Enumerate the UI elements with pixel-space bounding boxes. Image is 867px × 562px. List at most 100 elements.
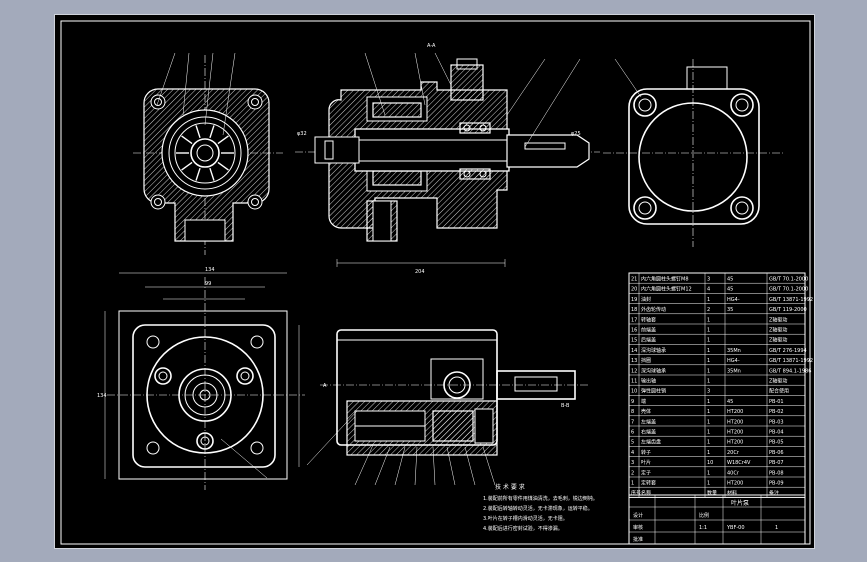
vane (217, 161, 229, 171)
parts-cell-name: 深沟球轴承 (641, 347, 666, 354)
vane (217, 135, 229, 145)
parts-cell-no: 12 (631, 368, 637, 374)
parts-cell-qty: 1 (707, 440, 710, 446)
parts-cell-material: 40Cr (727, 470, 740, 476)
parts-cell-name: 壳体 (641, 408, 651, 415)
svg-text:φ32: φ32 (297, 131, 307, 137)
parts-cell-std: PB-07 (769, 460, 784, 466)
parts-cell-material: 35 (727, 307, 733, 313)
vane (209, 168, 215, 181)
tech-item: 3.叶片在转子槽内滑动灵活，无卡阻。 (483, 515, 568, 522)
parts-cell-material: HT200 (727, 481, 743, 487)
parts-cell-std: Z轴驱动 (769, 378, 787, 385)
parts-cell-std: PB-02 (769, 409, 784, 415)
parts-cell-name: 右端盖 (641, 429, 656, 436)
parts-cell-qty: 1 (707, 358, 710, 364)
parts-cell-no: 11 (631, 379, 637, 385)
parts-cell-std: GB/T 13871-1992 (769, 358, 813, 364)
parts-cell-name: 深沟球轴承 (641, 367, 666, 374)
parts-cell-std: PB-03 (769, 419, 784, 425)
parts-cell-no: 13 (631, 358, 637, 364)
parts-cell-material: HT200 (727, 430, 743, 436)
vane (209, 125, 215, 138)
svg-text:204: 204 (415, 269, 425, 275)
parts-cell-name: 端 (641, 398, 646, 405)
parts-cell-qty: 1 (707, 297, 710, 303)
sheet-number: 1 (775, 525, 778, 531)
drawing-sheet: A-A φ32 φ25 204 (54, 14, 815, 549)
svg-text:134: 134 (97, 393, 107, 399)
svg-text:99: 99 (205, 281, 211, 287)
section-label-2: B-B (561, 403, 570, 409)
parts-cell-no: 21 (631, 277, 637, 283)
parts-cell-name: 挡圈 (641, 357, 651, 364)
parts-cell-std: GB/T 119-2000 (769, 307, 807, 313)
tech-heading: 技 术 要 求 (495, 483, 525, 491)
parts-cell-qty: 1 (707, 409, 710, 415)
parts-cell-no: 19 (631, 297, 637, 303)
parts-cell-qty: 3 (707, 389, 710, 395)
parts-cell-qty: 1 (707, 338, 710, 344)
parts-cell-no: 6 (631, 430, 634, 436)
parts-cell-no: 20 (631, 287, 637, 293)
section-view: A-A φ32 φ25 204 (295, 43, 600, 275)
parts-cell-no: 2 (631, 470, 634, 476)
parts-cell-std: Z轴驱动 (769, 327, 787, 334)
parts-cell-qty: 1 (707, 348, 710, 354)
parts-cell-material: W18Cr4V (727, 460, 751, 466)
parts-cell-std: 备注 (769, 490, 779, 497)
parts-cell-name: 转子 (641, 449, 651, 456)
parts-cell-no: 4 (631, 450, 634, 456)
parts-cell-qty: 4 (707, 287, 710, 293)
parts-cell-std: PB-01 (769, 399, 784, 405)
parts-cell-std: GB/T 276-1994 (769, 348, 807, 354)
parts-cell-no: 10 (631, 389, 637, 395)
parts-cell-no: 7 (631, 419, 634, 425)
parts-cell-qty: 1 (707, 328, 710, 334)
parts-cell-no: 15 (631, 338, 637, 344)
parts-cell-qty: 2 (707, 307, 710, 313)
side-view (603, 58, 783, 247)
parts-cell-qty: 10 (707, 460, 713, 466)
parts-cell-name: 后端盖 (641, 337, 656, 344)
tech-requirements: 技 术 要 求 1.装配前所有零件用煤油清洗，去毛刺，锐边倒钝。 2.装配后转轴… (483, 483, 598, 532)
parts-cell-qty: 1 (707, 419, 710, 425)
parts-cell-name: 内六角圆柱头螺钉M12 (641, 286, 692, 293)
parts-cell-qty: 1 (707, 430, 710, 436)
parts-cell-std: PB-05 (769, 440, 784, 446)
parts-cell-material: 35Mn (727, 348, 741, 354)
parts-cell-no: 18 (631, 307, 637, 313)
bottom-front-view: 134 99 134 (97, 267, 305, 490)
parts-cell-material: HT200 (727, 440, 743, 446)
parts-cell-std: PB-04 (769, 430, 784, 436)
vane (181, 161, 193, 171)
parts-cell-std: Z轴驱动 (769, 316, 787, 323)
parts-cell-material: HG4- (727, 297, 740, 303)
parts-cell-qty: 1 (707, 317, 710, 323)
scale-label: 比例 (699, 512, 709, 519)
parts-cell-qty: 1 (707, 450, 710, 456)
parts-cell-name: 左端齿盘 (641, 439, 661, 446)
bottom-section-view: A B-B (306, 329, 590, 486)
parts-cell-name: 名称 (641, 490, 651, 497)
parts-cell-material: 45 (727, 277, 733, 283)
parts-cell-material: 材料 (727, 490, 737, 497)
vane (195, 125, 201, 138)
parts-cell-name: 左端盖 (641, 418, 656, 425)
tech-item: 4.装配后进行密封试验，不得渗漏。 (483, 525, 563, 532)
parts-cell-no: 14 (631, 348, 637, 354)
parts-cell-name: 弹性圆柱销 (641, 388, 666, 395)
parts-cell-no: 8 (631, 409, 634, 415)
parts-cell-std: 配合使用 (769, 388, 789, 395)
svg-text:A: A (323, 383, 327, 389)
parts-cell-no: 16 (631, 328, 637, 334)
parts-cell-name: 转轴套 (641, 316, 656, 323)
parts-cell-std: GB/T 894.1-1986 (769, 368, 811, 374)
parts-cell-material: HT200 (727, 419, 743, 425)
parts-cell-material: 35Mn (727, 368, 741, 374)
parts-cell-name: 内六角圆柱头螺钉M8 (641, 276, 689, 283)
inner-frame (60, 20, 811, 545)
parts-cell-std: PB-06 (769, 450, 784, 456)
tech-item: 1.装配前所有零件用煤油清洗，去毛刺，锐边倒钝。 (483, 495, 598, 502)
parts-cell-std: Z轴驱动 (769, 337, 787, 344)
